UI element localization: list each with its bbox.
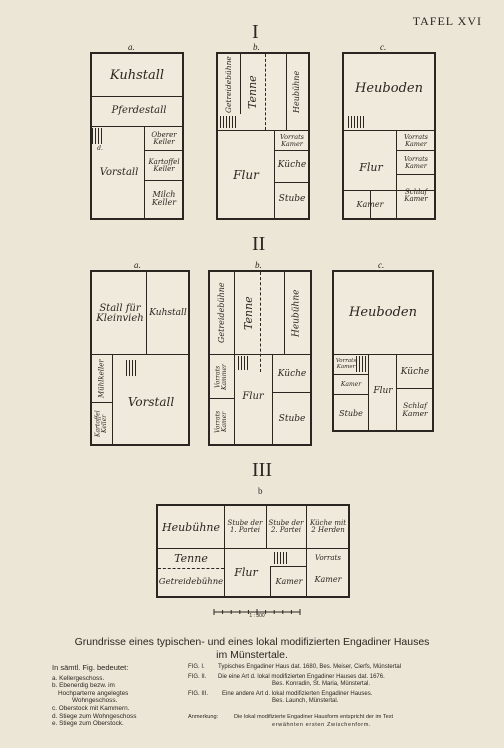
note-text-2: erwähnten ersten Zwischenform.: [272, 721, 372, 728]
room-kuche: Küche: [277, 369, 307, 380]
room-kuche: Küche: [400, 367, 430, 378]
tafel-number: TAFEL XVI: [412, 14, 482, 28]
fig1-row: FIG. I. Typisches Engadiner Haus dat. 16…: [188, 664, 478, 672]
plan-label-b: b.: [255, 260, 262, 270]
plan-1b: Getreidebühne Tenne Heubühne Vorrats Kam…: [216, 52, 310, 220]
room-stall-kleinvieh: Stall für Kleinvieh: [96, 302, 144, 324]
legend-item: Wohngeschoss.: [72, 697, 118, 705]
section-three-numeral: III: [252, 459, 272, 481]
legend: In sämtl. Fig. bedeutet: a. Kellergescho…: [52, 664, 172, 728]
room-kuhstall: Kuhstall: [149, 308, 187, 319]
fig2-text-2: Bes. Konradin, St. Maria, Münstertal.: [272, 681, 371, 688]
fig3-text-2: Bes. Launch, Münstertal.: [272, 698, 339, 705]
room-kuhstall: Kuhstall: [109, 68, 165, 84]
plan-label-b: b: [258, 486, 263, 496]
room-muhlkeller: Mühlkeller: [97, 359, 106, 399]
note-row: Anmerkung: Die lokal modifizierte Engadi…: [188, 714, 478, 722]
room-tenne: Tenne: [242, 296, 256, 330]
scale-bar: 1 : 300: [212, 602, 302, 620]
room-milch-keller: Milch Keller: [151, 189, 177, 207]
room-stube-partei1: Stube der 1. Partei: [227, 518, 263, 534]
legend-item: b. Ebenerdig bezw. im: [52, 682, 115, 690]
room-getreidebuhne: Getreidebühne: [158, 576, 224, 587]
plan-label-a: a.: [134, 260, 141, 270]
note-label: Anmerkung:: [188, 713, 219, 720]
room-flur: Flur: [234, 566, 258, 580]
room-pferdestall: Pferdestall: [111, 104, 167, 116]
room-tenne: Tenne: [246, 75, 260, 109]
room-vorrats-kamer: Vorrats Kamer: [403, 155, 429, 170]
plan-label-a: a.: [128, 42, 135, 52]
legend-item: d. Stiege zum Wohngeschoss: [52, 712, 137, 720]
scale-label: 1 : 300: [249, 613, 265, 619]
room-heubuhne: Heubühne: [291, 289, 302, 337]
plan-3b: Heubühne Stube der 1. Partei Stube der 2…: [156, 504, 350, 598]
caption-line-2: im Münstertale.: [216, 649, 288, 661]
room-stube: Stube: [278, 194, 306, 205]
fig3-text: Eine andere Art d. lokal modifizierten E…: [222, 690, 373, 697]
room-heubuhne: Heubühne: [291, 70, 301, 114]
section-one-numeral: I: [252, 21, 259, 43]
legend-title: In sämtl. Fig. bedeutet:: [52, 663, 129, 672]
fig2-row: FIG. II. Die eine Art d. lokal modifizie…: [188, 674, 478, 682]
room-kartoffel-keller: Kartoffel Keller: [94, 410, 108, 438]
plan-2a: Stall für Kleinvieh Kuhstall Mühlkeller …: [90, 270, 190, 446]
figure-descriptions: FIG. I. Typisches Engadiner Haus dat. 16…: [188, 664, 478, 729]
room-stube: Stube: [339, 408, 363, 418]
room-flur: Flur: [233, 167, 259, 182]
plan-label-c: c.: [380, 42, 387, 52]
room-heubuhne: Heubühne: [162, 521, 220, 535]
room-heuboden: Heuboden: [355, 81, 423, 97]
section-two-numeral: II: [252, 233, 266, 255]
room-getreidebuhne: Getreidebühne: [224, 56, 234, 114]
caption-line-1: Grundrisse eines typischen- und eines lo…: [74, 636, 430, 648]
fig1-label: FIG. I.: [188, 664, 205, 670]
room-vorstall: Vorstall: [127, 394, 175, 409]
room-tenne: Tenne: [174, 552, 208, 566]
room-flur: Flur: [242, 390, 264, 402]
room-vorrats-kamer: Vorrats Kamer: [214, 410, 228, 434]
room-kamer: Kamer: [340, 380, 362, 388]
room-vorrats: Vorrats: [315, 554, 341, 563]
room-vorrats-kammer: Vorrats Kammer: [214, 364, 228, 390]
legend-item: Hochparterre angelegtes: [58, 689, 129, 697]
room-vorrats-kamer: Vorrats Kamer: [335, 358, 357, 370]
room-kamer: Kamer: [275, 576, 303, 586]
room-vorrats-kamer: Vorrats Kamer: [403, 133, 429, 148]
fig2-label: FIG. II.: [188, 673, 207, 680]
room-vorrats-kamer: Vorrats Kamer: [279, 133, 305, 148]
room-kuche-2-herden: Küche mit 2 Herden: [309, 518, 347, 534]
plan-2b: Getreidebühne Tenne Heubühne Vorrats Kam…: [208, 270, 312, 446]
plan-1c: Heuboden Vorrats Kamer Vorrats Kamer Flu…: [342, 52, 436, 220]
plan-1a: Kuhstall Pferdestall d. Vorstall Oberer …: [90, 52, 184, 220]
fig1-text: Typisches Engadiner Haus dat. 1680, Bes.…: [218, 664, 402, 670]
room-kamer: Kamer: [356, 199, 384, 209]
room-stube: Stube: [278, 414, 306, 425]
room-getreidebuhne: Getreidebühne: [216, 282, 226, 344]
legend-item: e. Stiege zum Oberstock.: [52, 720, 124, 728]
legend-item: c. Oberstock mit Kammern.: [52, 704, 130, 712]
room-stube-partei2: Stube der 2. Partei: [268, 518, 304, 534]
room-oberer-keller: Oberer Keller: [151, 130, 177, 146]
plan-label-c: c.: [378, 260, 385, 270]
fig2-text: Die eine Art d. lokal modifizierten Enga…: [218, 673, 385, 680]
room-vorstall: Vorstall: [99, 166, 139, 178]
plan-2c: Heuboden Vorrats Kamer Kamer Flur Stube …: [332, 270, 434, 432]
room-heuboden: Heuboden: [349, 305, 417, 321]
stair-mark-d: d.: [97, 144, 103, 152]
room-kartoffel-keller: Kartoffel Keller: [148, 157, 180, 173]
note-text: Die lokal modifizierte Engadiner Hausfor…: [234, 713, 394, 720]
room-kuche: Küche: [277, 160, 307, 171]
room-schlaf-kamer: Schlaf Kamer: [402, 401, 428, 418]
legend-item: a. Kellergeschoss.: [52, 674, 105, 682]
room-flur: Flur: [373, 386, 393, 397]
scale-bar-graphic: [213, 609, 301, 615]
room-schlaf-kamer: Schlaf Kamer: [404, 187, 428, 203]
room-flur: Flur: [359, 161, 383, 175]
fig3-row: FIG. III. Eine andere Art d. lokal modif…: [188, 691, 478, 699]
plan-label-b: b.: [253, 42, 260, 52]
room-kamer: Kamer: [314, 574, 342, 584]
fig3-label: FIG. III.: [188, 690, 209, 697]
